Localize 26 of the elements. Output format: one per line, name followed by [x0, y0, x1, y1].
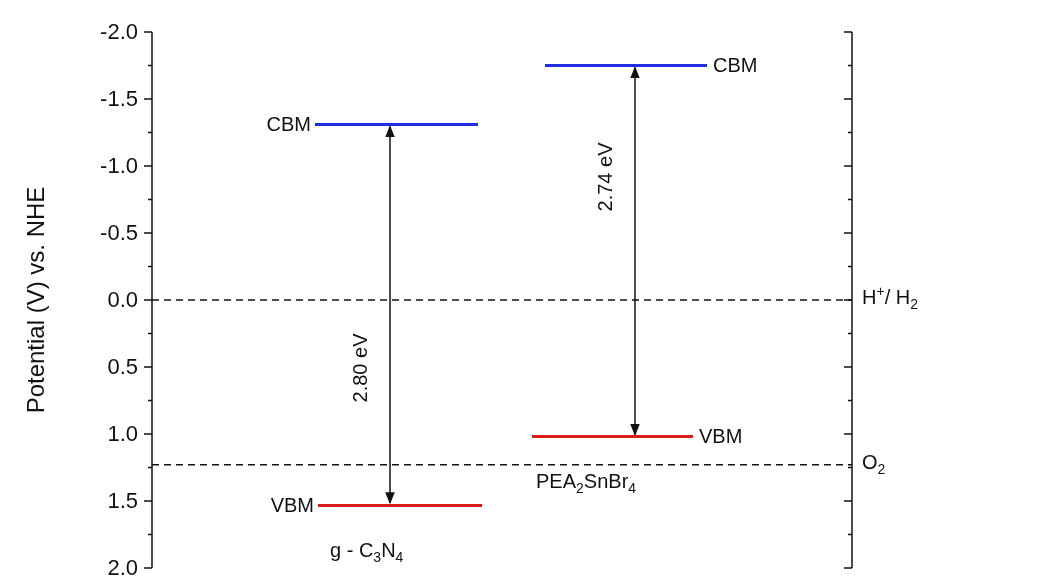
level-label: CBM [266, 113, 311, 134]
annotation-label: H$^{+}$/ H$_{2}$ [862, 284, 918, 311]
energy-level-line [545, 64, 707, 67]
tick-label: -0.5 [100, 222, 138, 244]
energy-level-line [318, 503, 482, 507]
edge-label: 2.80 eV [350, 333, 370, 403]
tick-label: 2.0 [107, 557, 138, 579]
tick-label: -1.5 [100, 88, 138, 110]
annotation-label: O$_{2}$ [862, 452, 886, 476]
tick-label: 1.0 [107, 423, 138, 445]
level-label: CBM [713, 55, 758, 75]
level-label: VBM [270, 494, 314, 515]
axis-title: Potential (V) vs. NHE [24, 186, 48, 414]
tick-label: 0.5 [107, 356, 138, 378]
tick-label: 1.5 [107, 490, 138, 512]
annotation-label: g - C$_{3}$N$_{4}$ [330, 540, 404, 564]
tick-label: 0.0 [107, 289, 138, 311]
double-arrow [385, 125, 395, 505]
double-arrow [630, 66, 640, 436]
tick-label: -1.0 [100, 155, 138, 177]
annotation-label: PEA$_{2}$SnBr$_{4}$ [536, 471, 637, 495]
energy-level-line [532, 435, 693, 439]
edge-label: 2.74 eV [595, 142, 615, 212]
level-label: VBM [699, 426, 743, 447]
tick-label: -2.0 [100, 21, 138, 43]
energy-level-line [315, 122, 478, 126]
